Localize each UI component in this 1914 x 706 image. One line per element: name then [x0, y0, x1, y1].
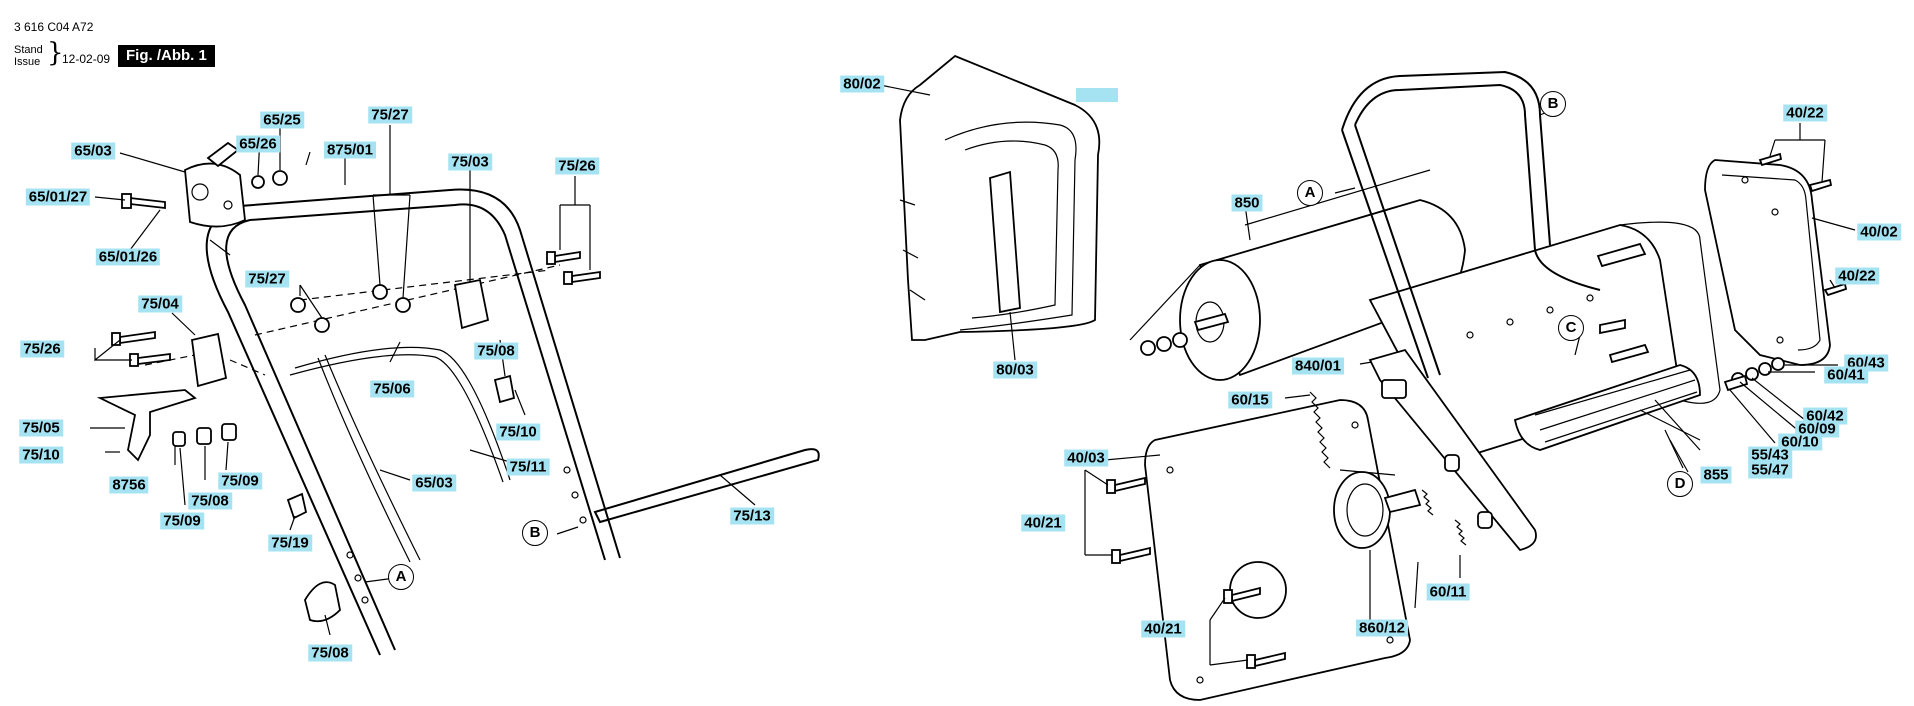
part-label-75-27-left: 75/27: [245, 270, 289, 288]
part-label-60-42: 60/42: [1803, 407, 1847, 425]
part-label-40-22-mid: 40/22: [1835, 267, 1879, 285]
part-label-65-03-cable: 65/03: [412, 474, 456, 492]
part-label-75-08-lower: 75/08: [188, 492, 232, 510]
part-label-840-01: 840/01: [1292, 357, 1344, 375]
handle-assembly: [90, 120, 820, 656]
part-label-75-05: 75/05: [19, 419, 63, 437]
part-label-55-47: 55/47: [1748, 461, 1792, 479]
part-label-40-03: 40/03: [1064, 449, 1108, 467]
part-label-60-41: 60/41: [1824, 366, 1868, 384]
stand-issue-label: Stand Issue: [14, 44, 43, 68]
stand-label: Stand: [14, 44, 43, 56]
figure-badge: Fig. /Abb. 1: [118, 45, 215, 67]
part-label-75-27-top: 75/27: [368, 106, 412, 124]
part-label-75-26-right: 75/26: [555, 157, 599, 175]
callout-a-left: A: [388, 564, 414, 590]
part-label-75-06: 75/06: [370, 380, 414, 398]
part-label-40-21-upper: 40/21: [1021, 514, 1065, 532]
part-label-55-43: 55/43: [1748, 446, 1792, 464]
grass-box: [879, 54, 1101, 361]
part-label-855: 855: [1700, 466, 1732, 484]
issue-label: Issue: [14, 56, 41, 68]
part-label-75-26-left: 75/26: [20, 340, 64, 358]
part-label-875-01: 875/01: [324, 141, 376, 159]
part-label-75-10-right: 75/10: [496, 423, 540, 441]
part-label-75-08-mid: 75/08: [474, 342, 518, 360]
part-label-80-03: 80/03: [993, 361, 1037, 379]
part-label-40-02: 40/02: [1857, 223, 1901, 241]
part-label-60-15: 60/15: [1228, 391, 1272, 409]
part-label-75-11: 75/11: [506, 458, 550, 476]
part-label-80-02: 80/02: [840, 75, 884, 93]
part-label-75-19: 75/19: [268, 534, 312, 552]
part-label-65-26: 65/26: [236, 135, 280, 153]
part-label-65-01-26: 65/01/26: [95, 248, 161, 266]
part-label-60-11: 60/11: [1426, 583, 1470, 601]
part-label-65-03: 65/03: [71, 142, 115, 160]
part-label-75-09-left: 75/09: [160, 512, 204, 530]
part-label-40-22-top: 40/22: [1783, 104, 1827, 122]
brace-symbol: }: [47, 38, 64, 68]
callout-b-left: B: [522, 520, 548, 546]
part-label-850: 850: [1231, 194, 1263, 212]
part-label-blank: [1076, 88, 1118, 102]
mower-assembly: [1084, 70, 1856, 701]
part-label-75-08-bottom: 75/08: [308, 644, 352, 662]
part-label-860-12: 860/12: [1356, 619, 1408, 637]
part-label-8756: 8756: [109, 476, 149, 494]
part-label-75-04: 75/04: [138, 295, 182, 313]
part-label-65-01-27: 65/01/27: [25, 188, 91, 206]
part-label-60-10: 60/10: [1778, 433, 1822, 451]
part-label-75-10-left: 75/10: [19, 446, 63, 464]
document-number: 3 616 C04 A72: [14, 20, 94, 34]
issue-date: 12-02-09: [62, 52, 111, 66]
part-label-60-09: 60/09: [1795, 420, 1839, 438]
part-label-75-09-right: 75/09: [218, 472, 262, 490]
callout-a-right: A: [1297, 180, 1323, 206]
callout-c: C: [1558, 315, 1584, 341]
part-label-75-13: 75/13: [730, 507, 774, 525]
callout-d: D: [1667, 471, 1693, 497]
part-label-40-21-lower: 40/21: [1141, 620, 1185, 638]
callout-b-right: B: [1540, 91, 1566, 117]
part-label-65-25: 65/25: [260, 111, 304, 129]
part-label-75-03: 75/03: [448, 153, 492, 171]
